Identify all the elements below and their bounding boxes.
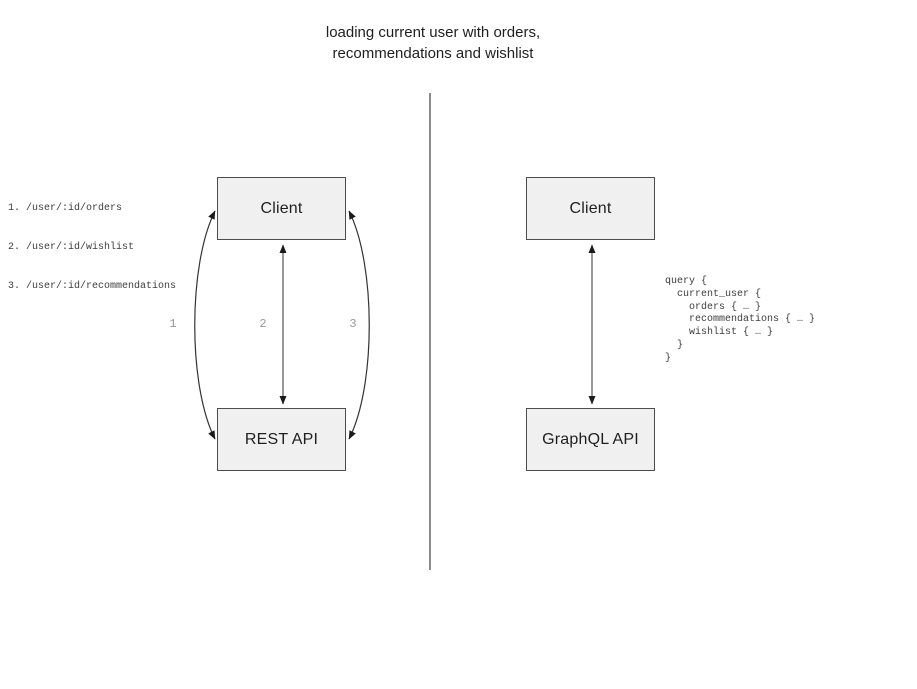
rest-client-box: Client	[217, 177, 346, 240]
graphql-client-box: Client	[526, 177, 655, 240]
endpoint-orders: 1. /user/:id/orders	[8, 203, 123, 214]
title-line-2: recommendations and wishlist	[332, 45, 534, 62]
rest-api-label: REST API	[244, 430, 319, 448]
panel-divider	[429, 93, 431, 570]
endpoint-recommendations: 3. /user/:id/recommendations	[8, 281, 177, 292]
graphql-query-snippet: query { current_user { orders { … } reco…	[665, 276, 816, 364]
title-line-1: loading current user with orders,	[325, 24, 541, 41]
rest-api-box: REST API	[217, 408, 346, 471]
rest-arrow-1-curve	[194, 210, 216, 440]
arrow-label-1: 1	[169, 317, 177, 331]
graphql-client-label: Client	[569, 199, 612, 217]
rest-endpoint-list: 1. /user/:id/orders 2. /user/:id/wishlis…	[8, 176, 176, 319]
endpoint-wishlist: 2. /user/:id/wishlist	[8, 242, 135, 253]
rest-client-label: Client	[260, 199, 303, 217]
arrow-label-3: 3	[349, 317, 357, 331]
graphql-api-box: GraphQL API	[526, 408, 655, 471]
graphql-api-label: GraphQL API	[542, 430, 639, 448]
diagram-title: loading current user with orders, recomm…	[0, 22, 866, 64]
arrow-label-2: 2	[259, 317, 267, 331]
